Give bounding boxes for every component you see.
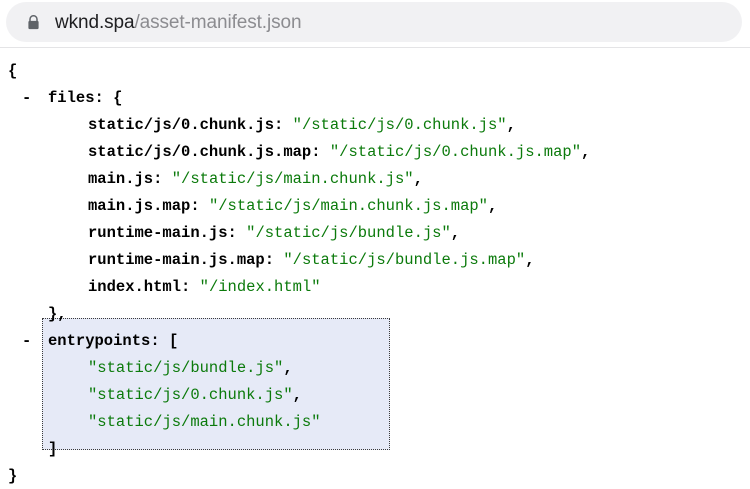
files-close-brace: }, — [48, 305, 67, 323]
array-item-value: "static/js/main.chunk.js" — [88, 413, 321, 431]
entry-value: "/static/js/bundle.js" — [246, 224, 451, 242]
json-entry-row: index.html: "/index.html" — [0, 274, 750, 301]
entry-key: static/js/0.chunk.js.map: — [88, 143, 321, 161]
entry-key: main.js: — [88, 170, 163, 188]
entry-comma: , — [487, 197, 498, 215]
files-close-row: }, — [0, 301, 750, 328]
entry-value: "/static/js/bundle.js.map" — [283, 251, 526, 269]
json-root-open: { — [0, 58, 750, 85]
entrypoints-close-row: ] — [0, 436, 750, 463]
json-node-entrypoints[interactable]: -entrypoints: [ — [0, 328, 750, 355]
root-close-brace: } — [8, 467, 18, 485]
url-host: wknd.spa — [55, 11, 135, 33]
json-entry-row: runtime-main.js: "/static/js/bundle.js", — [0, 220, 750, 247]
files-open-brace: { — [113, 89, 123, 107]
json-entry-row: runtime-main.js.map: "/static/js/bundle.… — [0, 247, 750, 274]
entrypoints-collapse-toggle-icon[interactable]: - — [22, 332, 32, 350]
entrypoints-open-bracket: [ — [168, 332, 179, 350]
entrypoints-selection-box — [42, 318, 390, 450]
entry-key: runtime-main.js.map: — [88, 251, 275, 269]
entry-comma: , — [413, 170, 423, 188]
url-input[interactable]: wknd.spa/asset-manifest.json — [6, 2, 742, 42]
entry-value: "/index.html" — [199, 278, 321, 296]
array-item-value: "static/js/0.chunk.js" — [88, 386, 293, 404]
url-text: wknd.spa/asset-manifest.json — [55, 11, 302, 33]
array-item-comma: , — [283, 359, 293, 377]
url-path: /asset-manifest.json — [134, 11, 302, 33]
entry-key: static/js/0.chunk.js: — [88, 116, 284, 134]
files-collapse-toggle-icon[interactable]: - — [22, 89, 32, 107]
json-entry-row: static/js/0.chunk.js: "/static/js/0.chun… — [0, 112, 750, 139]
entry-value: "/static/js/0.chunk.js.map" — [329, 143, 582, 161]
json-entry-row: main.js.map: "/static/js/main.chunk.js.m… — [0, 193, 750, 220]
entry-key: runtime-main.js: — [88, 224, 237, 242]
entrypoints-close-bracket: ] — [48, 440, 58, 458]
json-content: { -files: { static/js/0.chunk.js: "/stat… — [0, 48, 750, 489]
entry-key: index.html: — [88, 278, 191, 296]
json-root-close: } — [0, 463, 750, 489]
entry-comma: , — [506, 116, 516, 134]
json-array-item: "static/js/bundle.js", — [0, 355, 750, 382]
lock-icon — [28, 14, 39, 29]
root-open-brace: { — [8, 62, 18, 80]
array-item-comma: , — [292, 386, 302, 404]
entrypoints-key: entrypoints: — [48, 332, 160, 350]
browser-url-bar: wknd.spa/asset-manifest.json — [0, 0, 750, 48]
array-item-value: "static/js/bundle.js" — [88, 359, 284, 377]
json-array-item: "static/js/0.chunk.js", — [0, 382, 750, 409]
entry-value: "/static/js/0.chunk.js" — [292, 116, 507, 134]
entry-key: main.js.map: — [88, 197, 200, 215]
entry-value: "/static/js/main.chunk.js" — [171, 170, 414, 188]
entry-comma: , — [450, 224, 461, 242]
json-entry-row: main.js: "/static/js/main.chunk.js", — [0, 166, 750, 193]
entry-comma: , — [581, 143, 591, 161]
json-node-files[interactable]: -files: { — [0, 85, 750, 112]
files-key: files: — [48, 89, 104, 107]
entry-value: "/static/js/main.chunk.js.map" — [208, 197, 488, 215]
entry-comma: , — [525, 251, 535, 269]
json-viewer[interactable]: { -files: { static/js/0.chunk.js: "/stat… — [0, 48, 750, 489]
json-entry-row: static/js/0.chunk.js.map: "/static/js/0.… — [0, 139, 750, 166]
json-array-item: "static/js/main.chunk.js" — [0, 409, 750, 436]
